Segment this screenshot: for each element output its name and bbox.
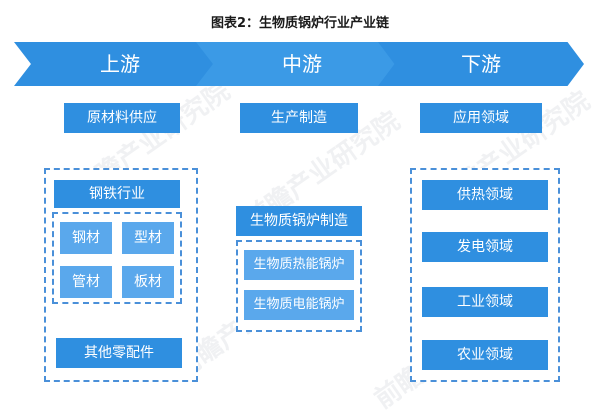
material-item: 管材 bbox=[60, 266, 112, 298]
category-midstream: 生产制造 bbox=[240, 103, 358, 133]
application-item: 供热领域 bbox=[422, 180, 548, 210]
boiler-type-item: 生物质热能锅炉 bbox=[244, 250, 354, 280]
diagram-title: 图表2：生物质锅炉行业产业链 bbox=[210, 16, 390, 31]
biomass-boiler-manufacturing-header: 生物质锅炉制造 bbox=[236, 206, 362, 236]
stage-downstream: 下游 bbox=[378, 42, 584, 86]
stage-midstream: 中游 bbox=[196, 42, 408, 86]
application-item: 发电领域 bbox=[422, 232, 548, 262]
category-downstream: 应用领域 bbox=[420, 103, 542, 133]
category-upstream: 原材料供应 bbox=[64, 103, 180, 133]
steel-industry-header: 钢铁行业 bbox=[54, 180, 180, 208]
other-parts-box: 其他零配件 bbox=[56, 338, 182, 368]
material-item: 板材 bbox=[122, 266, 174, 298]
application-item: 农业领域 bbox=[422, 340, 548, 370]
material-item: 钢材 bbox=[60, 222, 112, 254]
stage-upstream: 上游 bbox=[14, 42, 226, 86]
boiler-type-item: 生物质电能锅炉 bbox=[244, 290, 354, 320]
material-item: 型材 bbox=[122, 222, 174, 254]
application-item: 工业领域 bbox=[422, 287, 548, 317]
